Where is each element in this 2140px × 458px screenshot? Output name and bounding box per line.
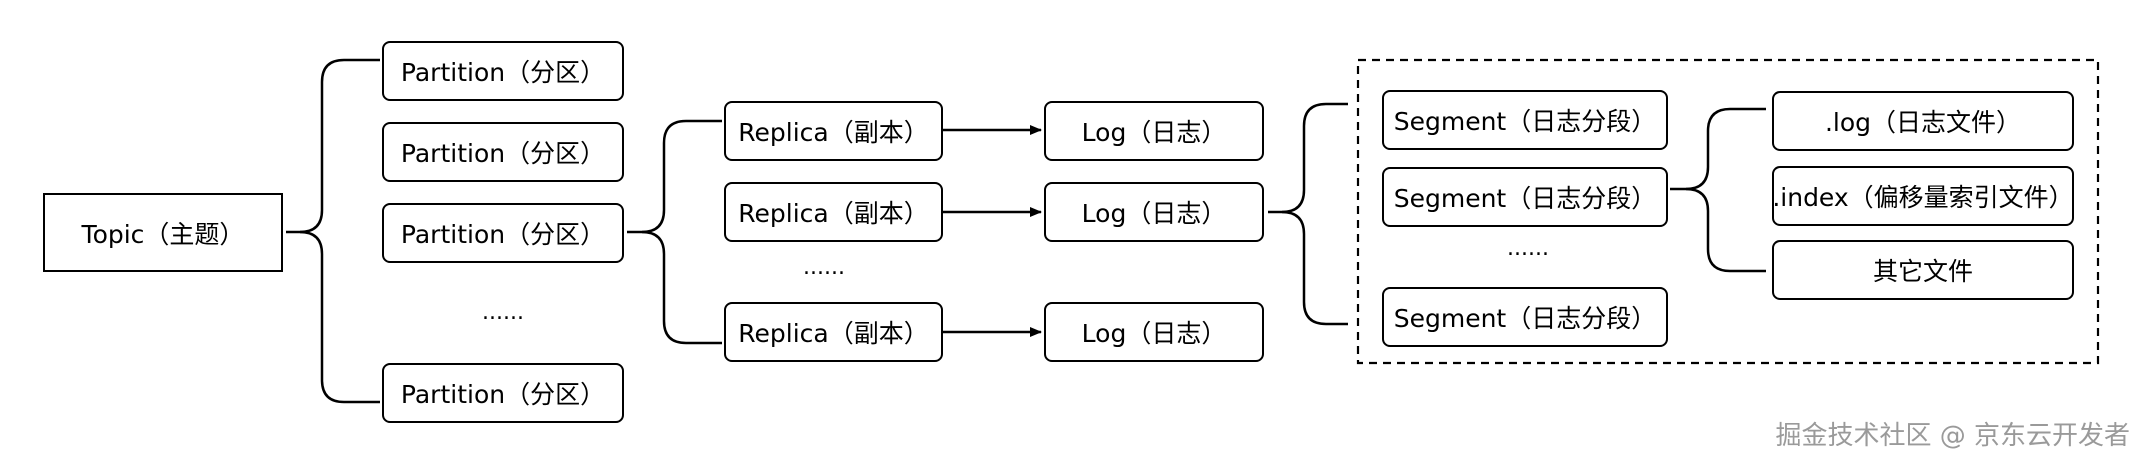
brace-log-segments	[1268, 102, 1348, 214]
log-node: Log（日志）	[1044, 302, 1264, 362]
segment-node: Segment（日志分段）	[1382, 90, 1668, 150]
segment-node: Segment（日志分段）	[1382, 287, 1668, 347]
replica-node: Replica（副本）	[724, 182, 943, 242]
log-file-node: .log（日志文件）	[1772, 91, 2074, 151]
brace-topic-partitions-bottom	[299, 230, 380, 404]
brace-segment-files-bottom	[1685, 187, 1766, 273]
log-node: Log（日志）	[1044, 182, 1264, 242]
segment-ellipsis: ......	[1507, 236, 1549, 261]
partition-node: Partition（分区）	[382, 41, 624, 101]
brace-log-segments-bottom	[1281, 210, 1348, 326]
replica-node: Replica（副本）	[724, 302, 943, 362]
replica-node: Replica（副本）	[724, 101, 943, 161]
index-file-node: .index（偏移量索引文件）	[1772, 166, 2074, 226]
brace-topic-partitions	[286, 58, 380, 234]
other-files-node: 其它文件	[1772, 240, 2074, 300]
brace-partition-replicas	[627, 119, 722, 234]
log-node: Log（日志）	[1044, 101, 1264, 161]
brace-partition-replicas-bottom	[641, 230, 722, 345]
segment-group-dashed-border	[1356, 58, 2100, 365]
watermark: 掘金技术社区 @ 京东云开发者	[1775, 421, 2130, 451]
partition-node: Partition（分区）	[382, 363, 624, 423]
partition-node: Partition（分区）	[382, 122, 624, 182]
segment-node: Segment（日志分段）	[1382, 167, 1668, 227]
replica-ellipsis: ......	[803, 255, 845, 280]
topic-node: Topic（主题）	[43, 193, 283, 272]
partition-ellipsis: ......	[482, 300, 524, 325]
brace-segment-files	[1670, 107, 1766, 191]
partition-node: Partition（分区）	[382, 203, 624, 263]
